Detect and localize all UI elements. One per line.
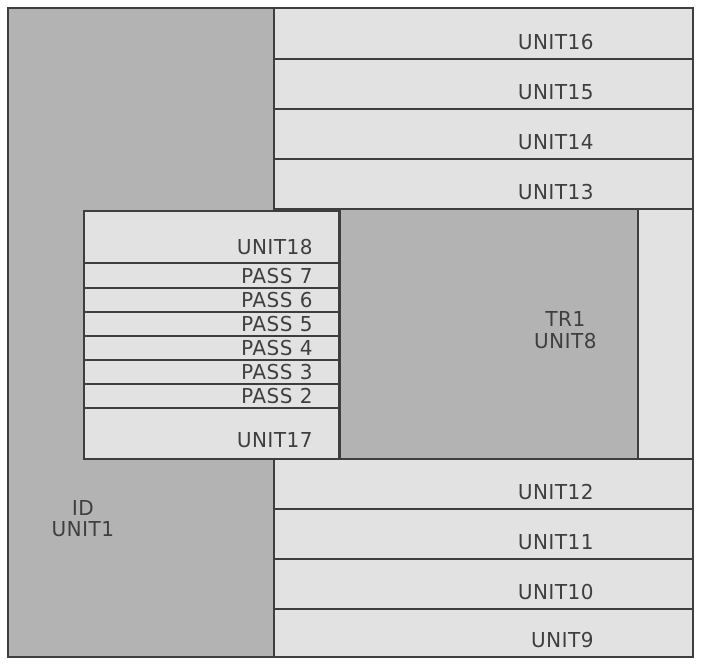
stack-row-pass2-label: PASS 2 bbox=[241, 384, 313, 408]
stack-row-unit18: UNIT18 bbox=[85, 212, 338, 262]
stack-row-pass2: PASS 2 bbox=[85, 383, 338, 408]
bar-unit14-label: UNIT14 bbox=[517, 130, 594, 154]
bar-unit12-label: UNIT12 bbox=[517, 480, 594, 504]
stack-row-unit17-label: UNIT17 bbox=[236, 428, 313, 452]
bar-unit16-label: UNIT16 bbox=[517, 30, 594, 54]
stack-row-pass7: PASS 7 bbox=[85, 262, 338, 288]
stack-row-unit18-label: UNIT18 bbox=[236, 235, 313, 259]
unit8-tr1-box: TR1 UNIT8 bbox=[339, 208, 639, 460]
unit1-label: ID UNIT1 bbox=[7, 498, 159, 540]
stack-row-unit17: UNIT17 bbox=[85, 407, 338, 458]
bar-unit11: UNIT11 bbox=[273, 508, 694, 560]
pass-stack-box: UNIT18 PASS 7 PASS 6 PASS 5 PASS 4 PASS … bbox=[83, 210, 340, 460]
bar-unit13-label: UNIT13 bbox=[517, 180, 594, 204]
bar-unit16: UNIT16 bbox=[273, 7, 694, 60]
stack-row-pass5: PASS 5 bbox=[85, 311, 338, 336]
stack-row-pass3: PASS 3 bbox=[85, 359, 338, 384]
stack-row-pass3-label: PASS 3 bbox=[241, 360, 313, 384]
right-strip-cell bbox=[637, 208, 694, 460]
bar-unit13: UNIT13 bbox=[273, 158, 694, 210]
stack-row-pass5-label: PASS 5 bbox=[241, 312, 313, 336]
unit1-label-line2: UNIT1 bbox=[51, 517, 115, 541]
bar-unit10: UNIT10 bbox=[273, 558, 694, 610]
bar-unit15-label: UNIT15 bbox=[517, 80, 594, 104]
bar-unit15: UNIT15 bbox=[273, 58, 694, 110]
stack-row-pass7-label: PASS 7 bbox=[241, 263, 313, 288]
stack-row-pass6-label: PASS 6 bbox=[241, 288, 313, 312]
unit1-label-line1: ID bbox=[71, 496, 95, 520]
stack-row-pass4: PASS 4 bbox=[85, 335, 338, 360]
bar-unit12: UNIT12 bbox=[273, 458, 694, 510]
bar-unit9-label: UNIT9 bbox=[531, 628, 594, 652]
bar-unit11-label: UNIT11 bbox=[517, 530, 594, 554]
bar-unit14: UNIT14 bbox=[273, 108, 694, 160]
tr1-label-line2: UNIT8 bbox=[534, 329, 597, 353]
stack-row-pass6: PASS 6 bbox=[85, 287, 338, 312]
bar-unit10-label: UNIT10 bbox=[517, 580, 594, 604]
stack-row-pass4-label: PASS 4 bbox=[241, 336, 313, 360]
unit8-tr1-label: TR1 UNIT8 bbox=[534, 308, 597, 352]
bar-unit9: UNIT9 bbox=[273, 608, 694, 658]
tr1-label-line1: TR1 bbox=[545, 307, 586, 331]
